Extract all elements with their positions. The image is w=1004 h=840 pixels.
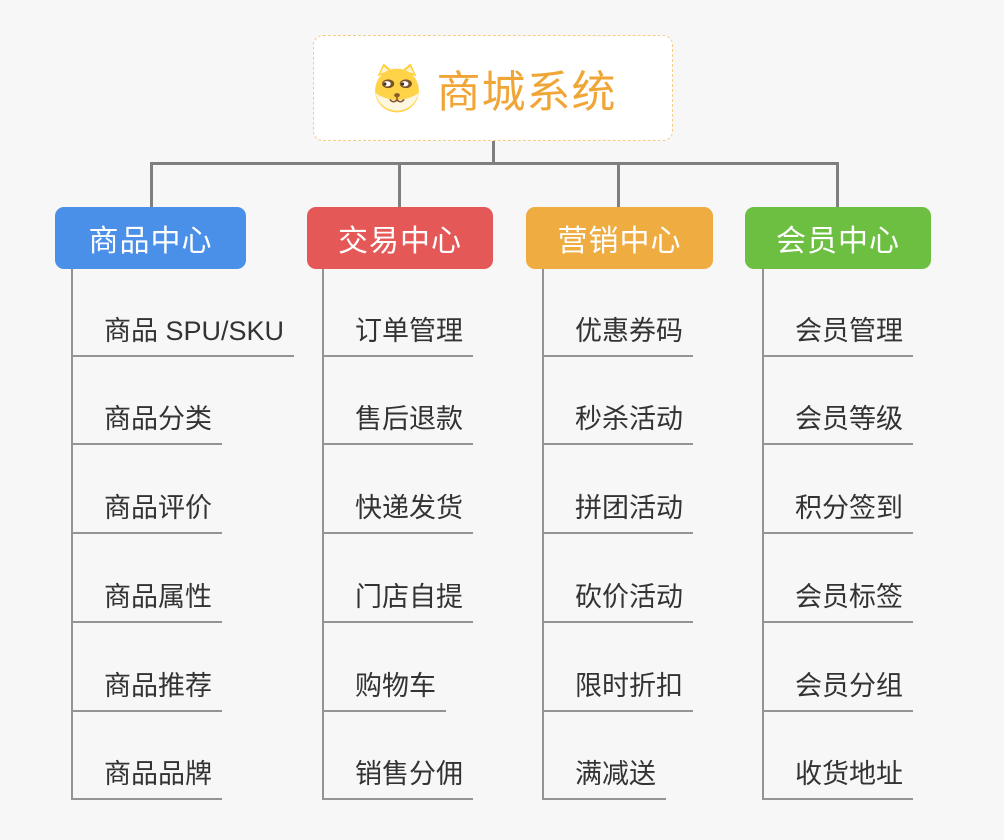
leaf-node-label: 砍价活动 — [575, 582, 683, 612]
leaf-node[interactable]: 门店自提 — [322, 579, 473, 623]
leaf-node-label: 售后退款 — [355, 404, 463, 434]
connector-drop-marketing — [617, 162, 620, 207]
leaf-node-label: 拼团活动 — [575, 493, 683, 523]
branch-node-label: 商品中心 — [88, 225, 213, 258]
leaf-node-label: 购物车 — [355, 671, 436, 701]
leaf-node[interactable]: 售后退款 — [322, 401, 473, 445]
leaf-node[interactable]: 收货地址 — [762, 756, 913, 800]
leaf-node[interactable]: 会员等级 — [762, 401, 913, 445]
leaf-node-label: 门店自提 — [355, 582, 463, 612]
branch-node-trade-center[interactable]: 交易中心 — [307, 207, 493, 269]
leaf-node-label: 优惠券码 — [575, 316, 683, 346]
leaf-node[interactable]: 会员标签 — [762, 579, 913, 623]
branch-node-label: 交易中心 — [338, 225, 462, 258]
leaf-node[interactable]: 快递发货 — [322, 490, 473, 534]
leaf-node-label: 商品分类 — [104, 404, 212, 434]
connector-drop-product — [150, 162, 153, 207]
leaf-node-label: 快递发货 — [355, 493, 463, 523]
leaf-node[interactable]: 商品品牌 — [71, 756, 222, 800]
branch-node-marketing-center[interactable]: 营销中心 — [526, 207, 713, 269]
leaf-node[interactable]: 商品推荐 — [71, 668, 222, 712]
leaf-node-label: 商品属性 — [104, 582, 212, 612]
leaf-node-label: 销售分佣 — [355, 759, 463, 789]
leaf-node-label: 满减送 — [575, 759, 656, 789]
connector-root-stem — [492, 141, 495, 164]
root-node-label: 商城系统 — [436, 68, 617, 117]
trunk-marketing-center — [542, 269, 544, 800]
root-node-mall-system[interactable]: 商城系统 — [313, 35, 673, 141]
leaf-node-label: 会员标签 — [795, 582, 903, 612]
leaf-node[interactable]: 销售分佣 — [322, 756, 473, 800]
dog-face-icon — [374, 63, 419, 113]
leaf-node-label: 订单管理 — [355, 316, 463, 346]
leaf-node[interactable]: 优惠券码 — [542, 313, 693, 357]
leaf-node[interactable]: 商品评价 — [71, 490, 222, 534]
leaf-node-label: 限时折扣 — [575, 671, 683, 701]
branch-node-member-center[interactable]: 会员中心 — [745, 207, 931, 269]
leaf-node[interactable]: 订单管理 — [322, 313, 473, 357]
leaf-node[interactable]: 会员分组 — [762, 668, 913, 712]
leaf-node[interactable]: 砍价活动 — [542, 579, 693, 623]
connector-branch-bus — [150, 162, 839, 165]
leaf-node[interactable]: 购物车 — [322, 668, 446, 712]
leaf-node[interactable]: 满减送 — [542, 756, 666, 800]
leaf-node-label: 商品品牌 — [104, 759, 212, 789]
connector-drop-trade — [398, 162, 401, 207]
connector-drop-member — [836, 162, 839, 207]
branch-node-label: 会员中心 — [776, 225, 900, 258]
branch-node-label: 营销中心 — [557, 225, 682, 258]
leaf-node-label: 商品推荐 — [104, 671, 212, 701]
leaf-node[interactable]: 商品 SPU/SKU — [71, 313, 295, 357]
trunk-product-center — [71, 269, 73, 800]
leaf-node[interactable]: 拼团活动 — [542, 490, 693, 534]
trunk-member-center — [762, 269, 764, 800]
leaf-node[interactable]: 商品分类 — [71, 401, 222, 445]
leaf-node-label: 商品 SPU/SKU — [104, 316, 285, 346]
branch-node-product-center[interactable]: 商品中心 — [55, 207, 246, 269]
leaf-node[interactable]: 积分签到 — [762, 490, 913, 534]
leaf-node[interactable]: 限时折扣 — [542, 668, 693, 712]
leaf-node[interactable]: 商品属性 — [71, 579, 222, 623]
leaf-node[interactable]: 秒杀活动 — [542, 401, 693, 445]
leaf-node-label: 会员管理 — [795, 316, 903, 346]
leaf-node-label: 会员分组 — [795, 671, 903, 701]
leaf-node-label: 会员等级 — [795, 404, 903, 434]
leaf-node-label: 收货地址 — [795, 759, 903, 789]
trunk-trade-center — [322, 269, 324, 800]
leaf-node-label: 商品评价 — [104, 493, 212, 523]
leaf-node[interactable]: 会员管理 — [762, 313, 913, 357]
leaf-node-label: 积分签到 — [795, 493, 903, 523]
leaf-node-label: 秒杀活动 — [575, 404, 683, 434]
